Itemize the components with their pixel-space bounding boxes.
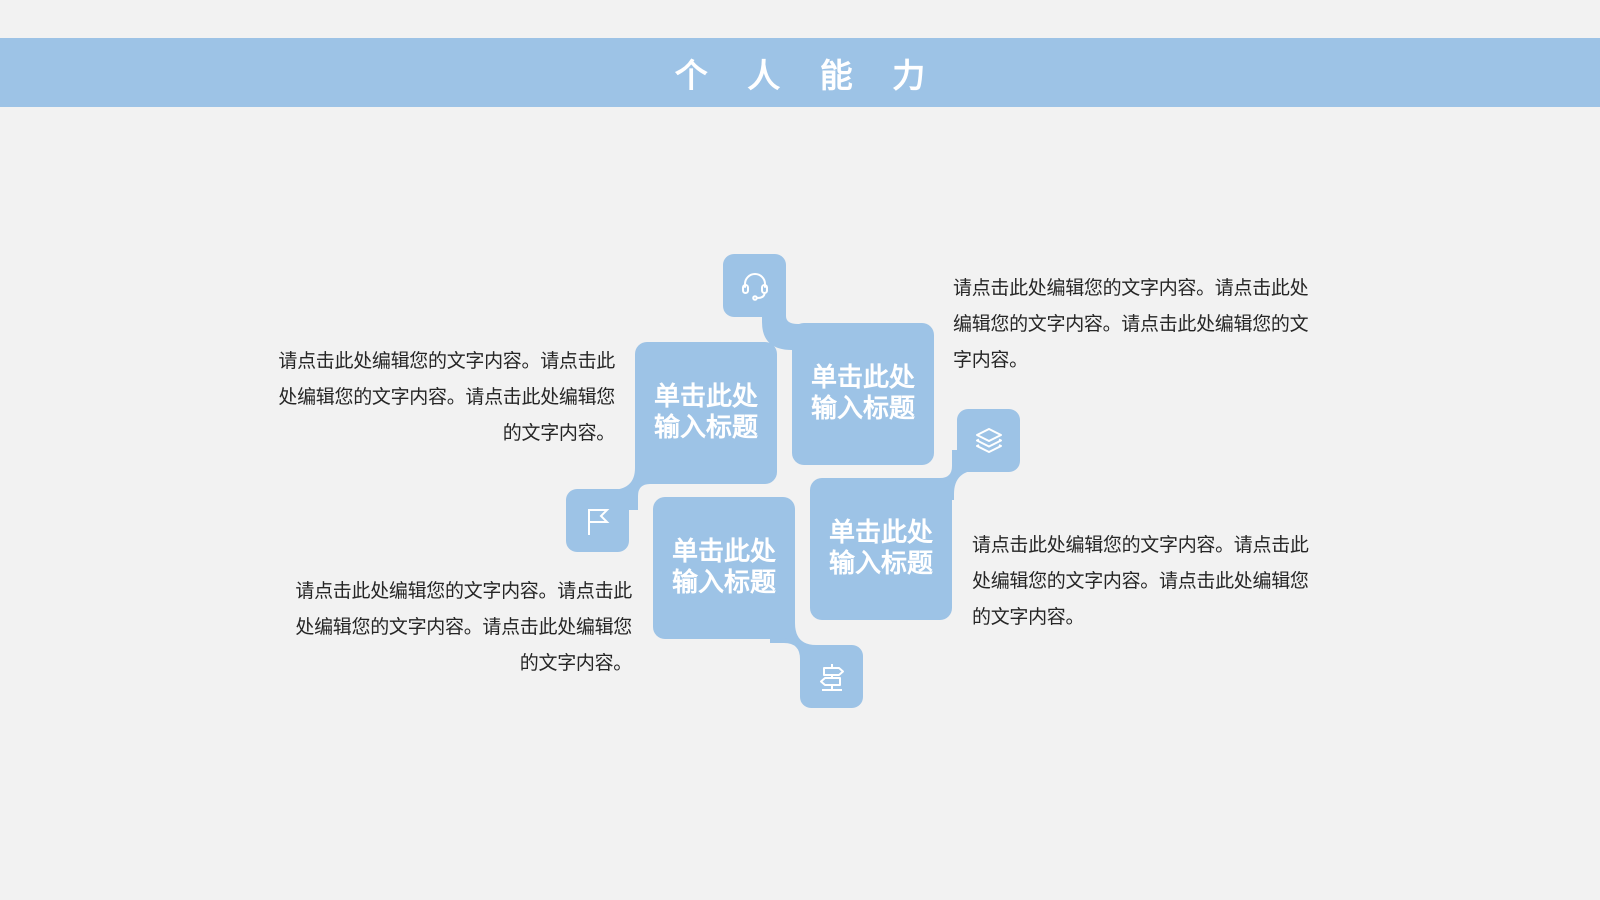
page-title[interactable]: 个 人 能 力 — [674, 55, 940, 95]
headset-tile[interactable] — [723, 254, 786, 317]
description-bottom-left[interactable]: 请点击此处编辑您的文字内容。请点击此处编辑您的文字内容。请点击此处编辑您的文字内… — [295, 580, 632, 674]
card-title-line1: 单击此处 — [671, 537, 776, 567]
card-top-right[interactable]: 单击此处 输入标题 — [792, 323, 934, 465]
description-top-right[interactable]: 请点击此处编辑您的文字内容。请点击此处编辑您的文字内容。请点击此处编辑您的文字内… — [953, 277, 1309, 371]
flag-tile[interactable] — [566, 489, 629, 552]
card-title-line2: 输入标题 — [671, 568, 776, 598]
card-top-left[interactable]: 单击此处 输入标题 — [635, 342, 777, 484]
card-title-line2: 输入标题 — [828, 549, 933, 579]
title-banner: 个 人 能 力 — [0, 38, 1600, 107]
description-bottom-right[interactable]: 请点击此处编辑您的文字内容。请点击此处编辑您的文字内容。请点击此处编辑您的文字内… — [972, 534, 1309, 628]
headset-icon — [741, 272, 768, 301]
card-title-line1: 单击此处 — [653, 382, 758, 412]
card-bottom-right[interactable]: 单击此处 输入标题 — [810, 478, 952, 620]
card-title-line2: 输入标题 — [810, 394, 915, 424]
description-top-left[interactable]: 请点击此处编辑您的文字内容。请点击此处编辑您的文字内容。请点击此处编辑您的文字内… — [278, 350, 615, 444]
signpost-tile[interactable] — [800, 645, 863, 708]
flag-icon — [587, 508, 609, 535]
layers-icon — [975, 427, 1002, 453]
layers-tile[interactable] — [957, 409, 1020, 472]
card-title-line2: 输入标题 — [653, 413, 758, 443]
card-title-line1: 单击此处 — [828, 518, 933, 548]
signpost-icon — [819, 663, 844, 691]
card-bottom-left[interactable]: 单击此处 输入标题 — [653, 497, 795, 639]
card-title-line1: 单击此处 — [810, 363, 915, 393]
